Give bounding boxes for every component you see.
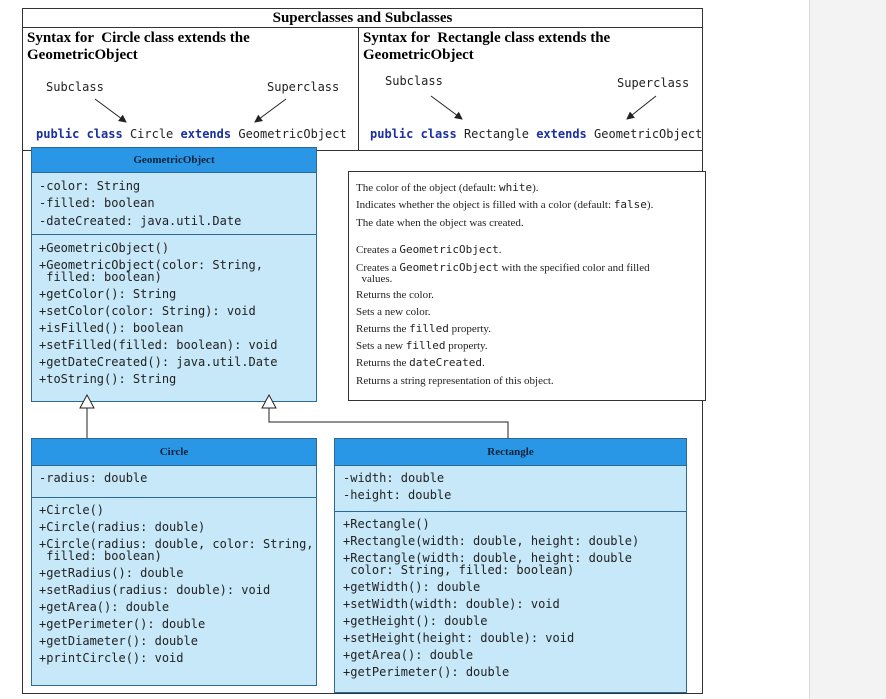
uml-method: +setRadius(radius: double): void (39, 583, 271, 597)
syntax-code-circle: public class Circle extends GeometricObj… (36, 127, 347, 141)
uml-separator (32, 497, 316, 498)
syntax-heading-line2: GeometricObject (27, 47, 138, 63)
description-line: Sets a new color. (356, 306, 431, 318)
syntax-heading-circle: Syntax for Circle class extends the Geom… (27, 30, 250, 64)
superclass-label: Superclass (617, 76, 690, 90)
keyword-public-class: public class (36, 127, 123, 141)
description-line: Indicates whether the object is filled w… (356, 198, 654, 212)
right-margin-panel (809, 0, 886, 699)
uml-method: color: String, filled: boolean) (343, 563, 575, 577)
inheritance-line-rectangle (268, 408, 509, 438)
uml-method: +getArea(): double (343, 648, 474, 662)
uml-method: +getPerimeter(): double (343, 665, 510, 679)
uml-method: +getHeight(): double (343, 614, 488, 628)
uml-method: +GeometricObject() (39, 241, 170, 255)
superclass-name: GeometricObject (238, 127, 347, 141)
uml-class-rectangle: Rectangle -width: double -height: double… (334, 438, 687, 693)
uml-method: +setWidth(width: double): void (343, 597, 560, 611)
uml-method: filled: boolean) (39, 549, 162, 563)
subclass-label: Subclass (46, 80, 104, 94)
description-line: Returns the dateCreated. (356, 356, 485, 370)
subclass-arrow (94, 98, 127, 123)
uml-method: +getRadius(): double (39, 566, 184, 580)
description-line: values. (356, 273, 393, 285)
uml-method: +getArea(): double (39, 600, 170, 614)
uml-class-name: Circle (32, 439, 316, 466)
uml-method: +Circle(radius: double, color: String, (39, 537, 314, 551)
uml-field: -dateCreated: java.util.Date (39, 214, 242, 228)
superclass-label: Superclass (267, 80, 340, 94)
subclass-label: Subclass (385, 74, 443, 88)
uml-field: -radius: double (39, 471, 148, 485)
uml-method: +Rectangle(width: double, height: double… (343, 534, 640, 548)
uml-field: -width: double (343, 471, 445, 485)
uml-method: +Circle() (39, 503, 105, 517)
class-name: Circle (129, 127, 174, 141)
description-line: Creates a GeometricObject with the speci… (356, 261, 650, 275)
uml-field: -filled: boolean (39, 196, 155, 210)
syntax-panel-circle: Syntax for Circle class extends the Geom… (23, 28, 359, 150)
syntax-arrows-circle (94, 98, 287, 123)
description-box: The color of the object (default: white)… (348, 171, 706, 401)
uml-method: +isFilled(): boolean (39, 321, 184, 335)
uml-method: +getPerimeter(): double (39, 617, 206, 631)
syntax-heading-line1: Syntax for Rectangle class extends the (363, 30, 611, 46)
subclass-arrow (430, 95, 463, 120)
description-line: Returns a string representation of this … (356, 375, 554, 387)
keyword-public-class: public class (370, 127, 457, 141)
description-line: Returns the color. (356, 289, 434, 301)
superclass-arrow (626, 95, 657, 120)
uml-class-name: GeometricObject (32, 148, 316, 173)
section-divider (23, 150, 702, 151)
uml-method: filled: boolean) (39, 270, 162, 284)
description-line: Sets a new filled property. (356, 339, 488, 353)
uml-method: +setFilled(filled: boolean): void (39, 338, 278, 352)
inheritance-connectors (79, 393, 509, 438)
description-line: The color of the object (default: white)… (356, 181, 539, 195)
keyword-extends: extends (536, 127, 587, 141)
uml-method: +Rectangle(width: double, height: double (343, 551, 632, 565)
uml-separator (32, 234, 316, 235)
uml-method: +getColor(): String (39, 287, 177, 301)
syntax-heading-rectangle: Syntax for Rectangle class extends the G… (363, 30, 610, 64)
uml-method: +Rectangle() (343, 517, 430, 531)
diagram-title: Superclasses and Subclasses (23, 9, 702, 28)
diagram-frame: Superclasses and Subclasses Syntax for C… (22, 8, 706, 694)
uml-method: +toString(): String (39, 372, 177, 386)
uml-method: +setColor(color: String): void (39, 304, 256, 318)
syntax-panel-rectangle: Syntax for Rectangle class extends the G… (359, 28, 703, 150)
uml-method: +getDateCreated(): java.util.Date (39, 355, 278, 369)
uml-method: +Circle(radius: double) (39, 520, 206, 534)
keyword-extends: extends (180, 127, 232, 141)
uml-method: +GeometricObject(color: String, (39, 258, 263, 272)
uml-method: +getWidth(): double (343, 580, 481, 594)
superclass-arrow (254, 98, 287, 123)
syntax-code-rectangle: public class Rectangle extends Geometric… (370, 127, 702, 141)
inheritance-arrowhead-rectangle (261, 393, 277, 409)
description-line: Returns the filled property. (356, 322, 491, 336)
uml-method: +getDiameter(): double (39, 634, 198, 648)
class-name: Rectangle (463, 127, 529, 141)
uml-class-geometricobject: GeometricObject -color: String -filled: … (31, 147, 317, 402)
uml-class-circle: Circle -radius: double +Circle() +Circle… (31, 438, 317, 686)
inheritance-arrowhead-circle (79, 393, 95, 409)
description-line: The date when the object was created. (356, 217, 524, 229)
uml-method: +setHeight(height: double): void (343, 631, 575, 645)
description-line: Creates a GeometricObject. (356, 243, 502, 257)
uml-field: -color: String (39, 179, 141, 193)
superclass-name: GeometricObject (594, 127, 703, 141)
uml-class-name: Rectangle (335, 439, 686, 466)
uml-field: -height: double (343, 488, 452, 502)
uml-method: +printCircle(): void (39, 651, 184, 665)
uml-separator (335, 511, 686, 512)
syntax-heading-line1: Syntax for Circle class extends the (27, 30, 250, 46)
syntax-heading-line2: GeometricObject (363, 47, 474, 63)
syntax-arrows-rectangle (430, 95, 657, 120)
